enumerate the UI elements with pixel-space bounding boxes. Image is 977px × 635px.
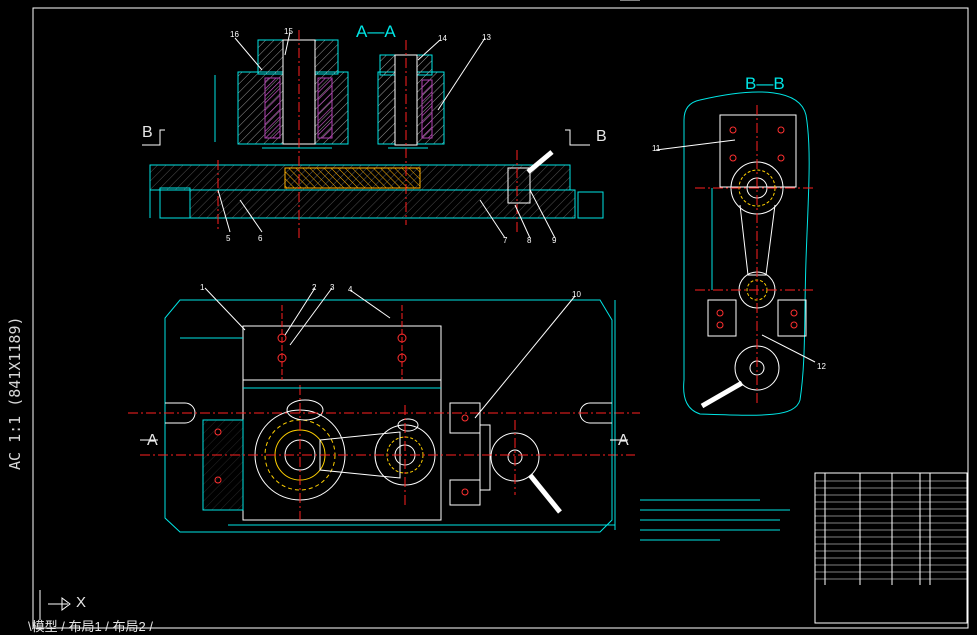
title-block: [814, 472, 968, 624]
part-number-7: 7: [503, 236, 508, 245]
sheet-frame: [32, 0, 969, 629]
ucs-x-label: X: [76, 594, 87, 611]
part-number-12: 12: [817, 362, 826, 371]
section-a-marker-right: A: [618, 432, 629, 449]
plan-view[interactable]: [128, 287, 640, 533]
part-number-5: 5: [226, 234, 231, 243]
ucs-axis-icon: [39, 590, 71, 620]
section-b-marker-right: B: [596, 128, 607, 145]
part-number-13: 13: [482, 33, 491, 42]
section-b-marker-left: B: [142, 124, 153, 141]
part-number-16: 16: [230, 30, 239, 39]
part-number-1: 1: [200, 283, 205, 292]
section-a-title: A—A: [356, 22, 396, 41]
section-a-marker-left: A: [147, 432, 158, 449]
part-number-6: 6: [258, 234, 263, 243]
part-number-2: 2: [312, 283, 317, 292]
part-number-15: 15: [284, 27, 293, 36]
section-b-view[interactable]: [655, 91, 816, 416]
tech-notes-block: [640, 499, 790, 541]
part-number-14: 14: [438, 34, 447, 43]
section-a-view[interactable]: [142, 30, 604, 240]
part-number-9: 9: [552, 236, 557, 245]
part-number-8: 8: [527, 236, 532, 245]
parts-list-rows: [815, 480, 967, 580]
sheet-size-label: AC 1:1 (841X1189): [6, 316, 24, 470]
layout-tabs[interactable]: \模型 / 布局1 / 布局2 /: [28, 619, 153, 634]
part-number-10: 10: [572, 290, 581, 299]
part-number-11: 11: [652, 144, 661, 153]
part-number-4: 4: [348, 285, 353, 294]
section-b-title: B—B: [745, 74, 785, 93]
part-number-3: 3: [330, 283, 335, 292]
